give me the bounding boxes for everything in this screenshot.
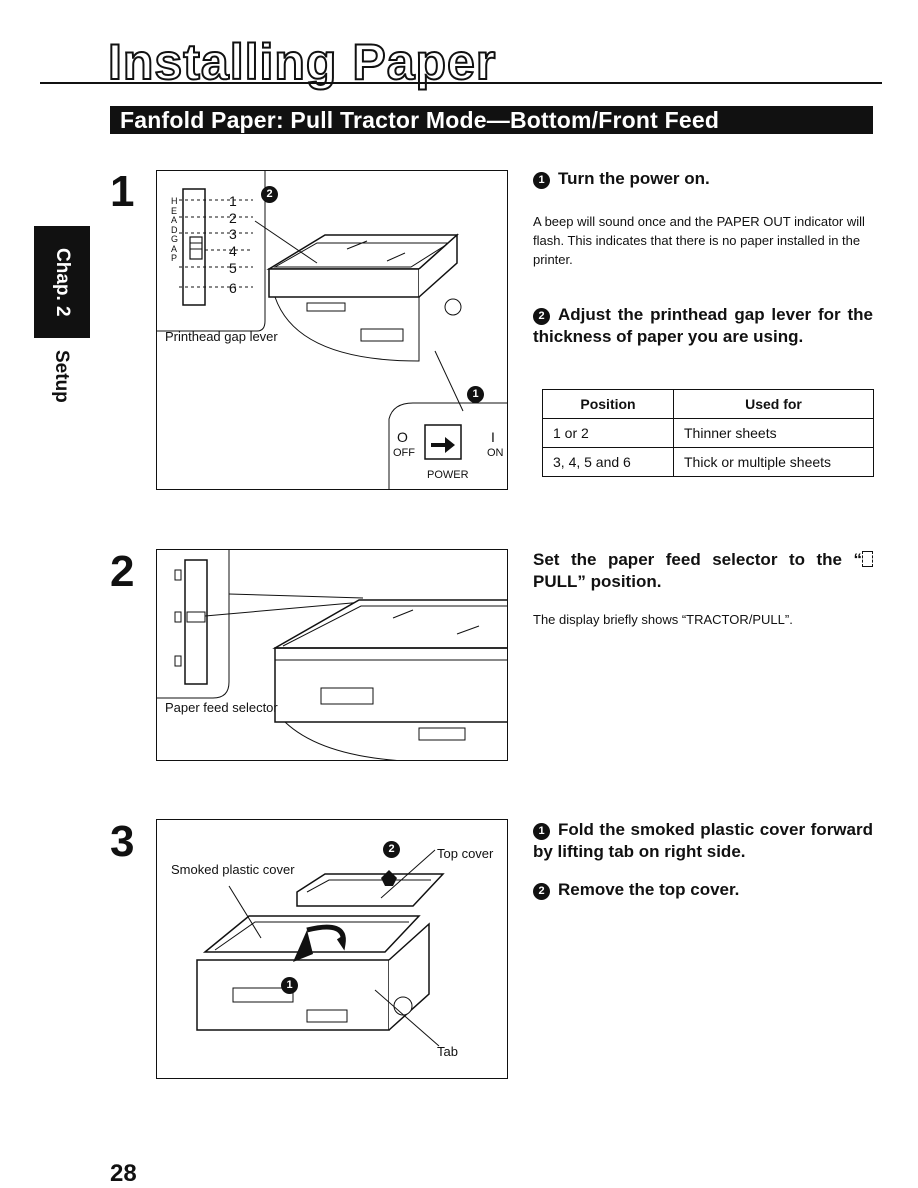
lever-position-5: 5 xyxy=(229,260,237,276)
chapter-tab xyxy=(34,226,90,338)
selector-label: Paper feed selector xyxy=(165,700,278,715)
step-number: 1 xyxy=(110,167,135,216)
power-off-label: OFF xyxy=(393,447,415,459)
tab-label: Tab xyxy=(437,1044,458,1059)
table-header: Used for xyxy=(673,389,874,419)
lever-position-4: 4 xyxy=(229,243,237,259)
figure-callout-2: 2 xyxy=(261,183,286,205)
figure-remove-covers: Smoked plastic cover Top cover Tab 2 1 xyxy=(156,819,508,1079)
smoked-cover-label: Smoked plastic cover xyxy=(171,862,295,877)
printer-illustration-1 xyxy=(157,171,507,489)
table-cell: Thick or multiple sheets xyxy=(673,447,874,477)
table-row: 3, 4, 5 and 6 Thick or multiple sheets xyxy=(542,447,874,477)
step-number: 2 xyxy=(110,547,135,596)
printer-illustration-2 xyxy=(157,550,507,760)
title-rule xyxy=(40,82,882,84)
page-title: Installing Paper xyxy=(107,33,497,91)
figure-callout-2: 2 xyxy=(383,838,408,860)
page-number: 28 xyxy=(110,1160,137,1187)
printer-illustration-3 xyxy=(196,849,445,1047)
table-header-row: Position Used for xyxy=(542,389,874,419)
step-number: 3 xyxy=(110,817,135,866)
step2-note: The display briefly shows “TRACTOR/PULL”… xyxy=(533,612,793,627)
figure-callout-1: 1 xyxy=(467,383,492,405)
power-off-symbol: O xyxy=(397,429,408,445)
section-heading: Fanfold Paper: Pull Tractor Mode—Bottom/… xyxy=(110,106,873,134)
lever-position-2: 2 xyxy=(229,210,237,226)
power-on-symbol: I xyxy=(491,429,495,445)
lever-label: Printhead gap lever xyxy=(165,329,278,344)
gap-position-table: Position Used for 1 or 2 Thinner sheets … xyxy=(542,389,874,477)
tractor-icon xyxy=(862,551,873,567)
power-on-label: ON xyxy=(487,447,504,459)
top-cover-label: Top cover xyxy=(437,846,494,861)
lever-position-1: 1 xyxy=(229,193,237,209)
table-cell: 1 or 2 xyxy=(542,418,674,448)
lever-position-3: 3 xyxy=(229,226,237,242)
lever-position-6: 6 xyxy=(229,280,237,296)
power-label: POWER xyxy=(427,469,469,481)
table-cell: Thinner sheets xyxy=(673,418,874,448)
chapter-tab-label: Chap. 2 xyxy=(52,247,73,317)
table-header: Position xyxy=(542,389,674,419)
table-row: 1 or 2 Thinner sheets xyxy=(542,418,874,448)
figure-callout-1: 1 xyxy=(281,974,306,996)
step2-instruction: Set the paper feed selector to the “ PUL… xyxy=(533,549,873,593)
table-cell: 3, 4, 5 and 6 xyxy=(542,447,674,477)
chapter-name: Setup xyxy=(51,350,72,403)
figure-paper-feed-selector: Paper feed selector xyxy=(156,549,508,761)
step1-note: A beep will sound once and the PAPER OUT… xyxy=(533,214,865,267)
